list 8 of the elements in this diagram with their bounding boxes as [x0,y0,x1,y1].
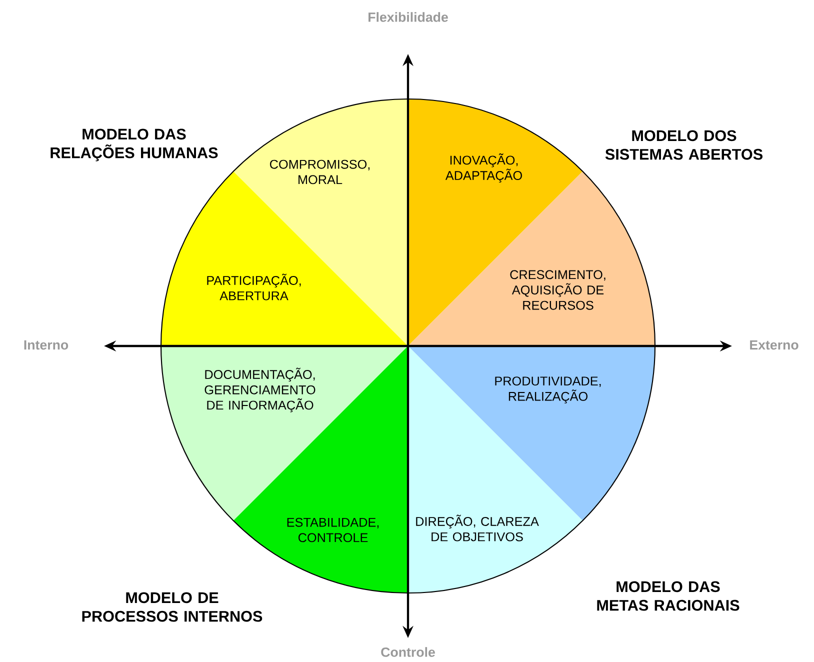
quadrant-title: MODELO DAS RELAÇÕES HUMANAS [50,128,218,162]
axis-label: Controle [381,647,435,657]
quadrant-title: MODELO DOS SISTEMAS ABERTOS [605,130,762,160]
quadrant-title: MODELO DAS METAS RACIONAIS [597,581,740,611]
axis-label: Interno [24,340,68,350]
axis-label: Externo [750,340,798,350]
axis-label: Flexibilidade [368,12,448,22]
quadrant-title: MODELO DE PROCESSOS INTERNOS [82,592,262,622]
